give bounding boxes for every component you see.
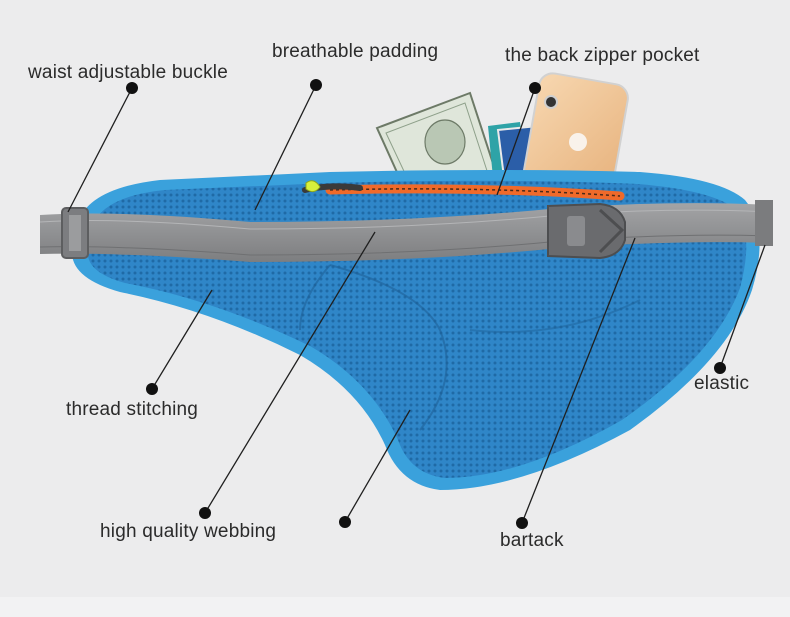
callout-dots: [126, 79, 726, 529]
label-high-quality-webbing: high quality webbing: [100, 521, 277, 542]
label-breathable-padding: breathable padding: [272, 41, 439, 62]
label-back-zipper-pocket: the back zipper pocket: [505, 45, 700, 66]
ladder-buckle: [61, 207, 89, 259]
label-bartack: bartack: [500, 530, 564, 551]
elastic-end: [755, 200, 773, 246]
label-waist-adjustable-buckle: waist adjustable buckle: [28, 62, 228, 83]
back-zipper: [302, 180, 625, 201]
callout-lines: [67, 84, 766, 524]
side-release-buckle: [547, 202, 626, 260]
label-thread-stitching: thread stitching: [66, 399, 199, 420]
label-elastic: elastic: [694, 373, 750, 394]
bottom-band: [0, 597, 790, 617]
